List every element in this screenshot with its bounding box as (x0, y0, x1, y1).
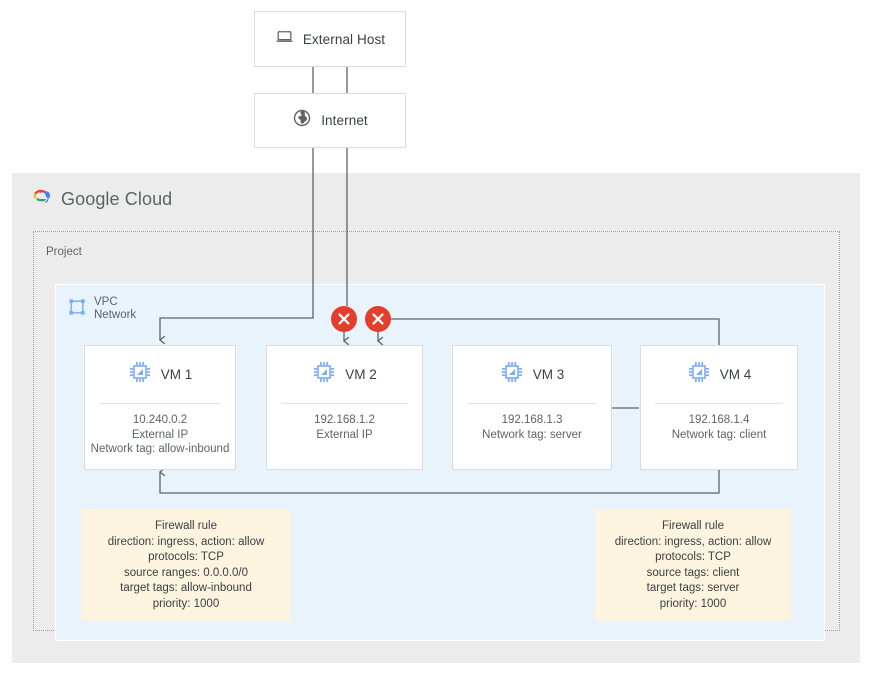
vpc-network-label: VPC Network (94, 296, 136, 322)
vm-title: VM 3 (532, 367, 565, 382)
vm-details: 192.168.1.2 External IP (267, 404, 422, 442)
google-cloud-wordmark: Google Cloud (61, 189, 172, 210)
vm-detail-line3: Network tag: allow-inbound (90, 443, 230, 455)
divider (655, 403, 783, 404)
vm-ip: 192.168.1.3 (501, 414, 563, 426)
brand-google: Google (61, 189, 120, 209)
blocked-connection-icon (365, 306, 391, 332)
close-x-icon (372, 313, 384, 325)
google-cloud-logo: Google Cloud (30, 186, 172, 213)
firewall-rule-card-right[interactable]: Firewall rule direction: ingress, action… (595, 509, 791, 621)
external-host-node[interactable]: External Host (254, 11, 406, 67)
vpc-label-line2: Network (94, 309, 137, 321)
vpc-network-icon (68, 298, 86, 321)
laptop-icon (275, 27, 294, 51)
firewall-priority: priority: 1000 (152, 597, 220, 610)
cpu-chip-icon (500, 360, 524, 389)
vm-detail-line2: External IP (131, 428, 189, 441)
vm-card-vm4[interactable]: VM 4 192.168.1.4 Network tag: client (640, 345, 798, 470)
vm-ip: 10.240.0.2 (132, 414, 188, 426)
firewall-direction-action: direction: ingress, action: allow (614, 535, 772, 548)
globe-icon (292, 108, 312, 133)
cpu-chip-icon (687, 360, 711, 389)
firewall-priority: priority: 1000 (659, 597, 727, 610)
google-cloud-icon (30, 186, 52, 213)
vm-card-vm1[interactable]: VM 1 10.240.0.2 External IP Network tag:… (84, 345, 236, 470)
internet-label: Internet (321, 113, 368, 128)
project-label: Project (46, 246, 82, 258)
firewall-protocols: protocols: TCP (148, 551, 224, 564)
cpu-chip-icon (312, 360, 336, 389)
brand-cloud: Cloud (124, 189, 173, 209)
divider (467, 403, 597, 404)
vm-detail-line2: Network tag: server (482, 428, 582, 441)
cpu-chip-icon (128, 360, 152, 389)
vm-title: VM 1 (160, 367, 193, 382)
vm-detail-line2: External IP (316, 428, 373, 441)
external-host-label: External Host (302, 31, 386, 47)
firewall-target-tags: target tags: server (646, 582, 740, 595)
firewall-source: source ranges: 0.0.0.0/0 (123, 566, 249, 579)
vm-detail-line2: Network tag: client (671, 428, 767, 441)
vm-card-vm3[interactable]: VM 3 192.168.1.3 Network tag: server (452, 345, 612, 470)
firewall-source: source tags: client (646, 566, 740, 579)
firewall-protocols: protocols: TCP (655, 551, 731, 564)
vpc-network-header: VPC Network (68, 296, 136, 322)
vm-details: 192.168.1.4 Network tag: client (641, 404, 797, 442)
firewall-title: Firewall rule (662, 520, 724, 532)
firewall-title: Firewall rule (155, 520, 217, 532)
firewall-rule-card-left[interactable]: Firewall rule direction: ingress, action… (81, 509, 291, 621)
vm-ip: 192.168.1.2 (314, 414, 375, 426)
vm-details: 10.240.0.2 External IP Network tag: allo… (85, 404, 235, 457)
vm-ip: 192.168.1.4 (688, 414, 750, 426)
divider (99, 403, 221, 404)
firewall-target-tags: target tags: allow-inbound (120, 582, 252, 595)
internet-node[interactable]: Internet (254, 93, 406, 148)
vm-title: VM 2 (345, 367, 377, 382)
vm-card-vm2[interactable]: VM 2 192.168.1.2 External IP (266, 345, 423, 470)
vm-details: 192.168.1.3 Network tag: server (453, 404, 611, 442)
close-x-icon (338, 313, 350, 325)
vpc-label-line1: VPC (94, 296, 118, 308)
vm-title: VM 4 (719, 367, 752, 382)
blocked-connection-icon (331, 306, 357, 332)
divider (281, 403, 408, 404)
firewall-direction-action: direction: ingress, action: allow (107, 535, 265, 548)
